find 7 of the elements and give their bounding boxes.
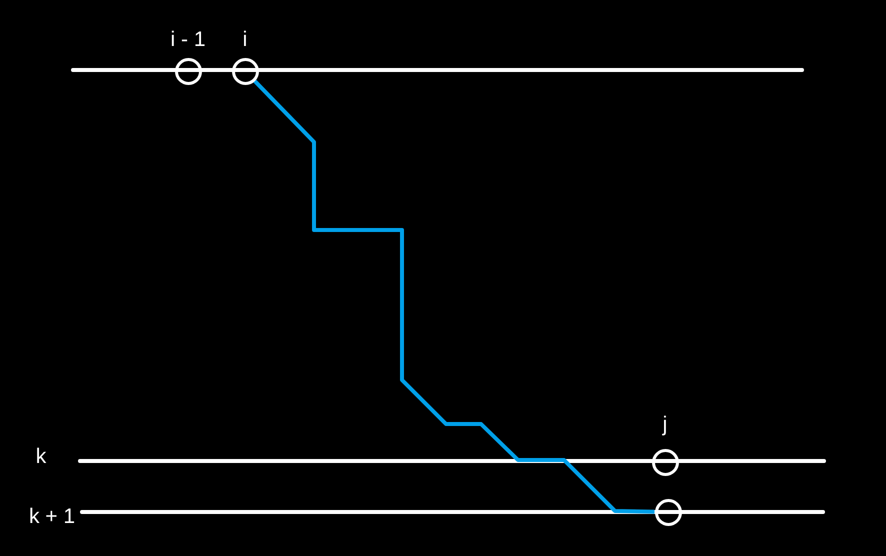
- point-label: j: [662, 414, 668, 436]
- point-label: i: [242, 29, 248, 51]
- ring-icon: [654, 498, 682, 526]
- line-label: k: [36, 446, 46, 468]
- point-label: i - 1: [170, 29, 206, 51]
- stepped-path: [252, 79, 655, 514]
- line-label: k + 1: [28, 506, 76, 528]
